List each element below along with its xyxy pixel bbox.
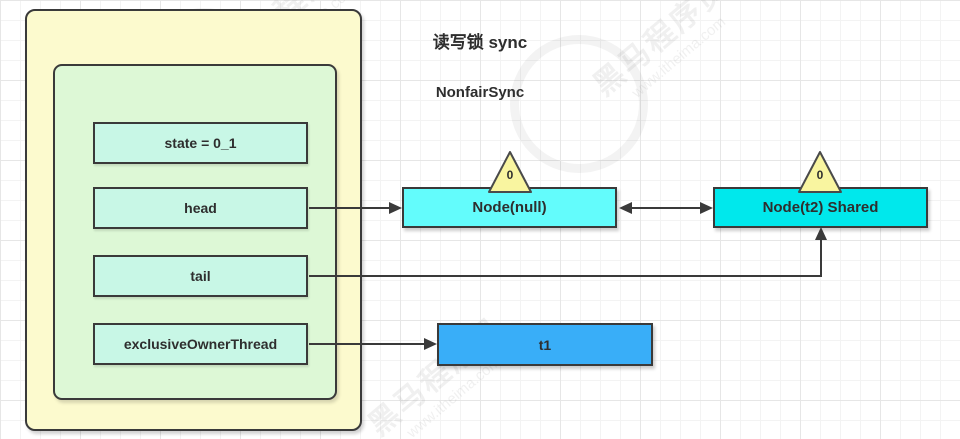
waitstatus-value: 0 bbox=[816, 168, 824, 182]
arrow-owner-to-t1 bbox=[309, 343, 426, 345]
warning-triangle-icon bbox=[488, 151, 532, 193]
arrow-tail-horizontal bbox=[309, 275, 822, 277]
waitstatus-triangle-node-t2: 0 bbox=[797, 150, 843, 194]
arrowhead-right-icon bbox=[424, 338, 437, 350]
nonfairsync-title: NonfairSync bbox=[435, 84, 525, 101]
arrowhead-left-icon bbox=[619, 202, 632, 214]
waitstatus-value: 0 bbox=[506, 168, 514, 182]
arrow-head-to-node bbox=[309, 207, 391, 209]
owner-thread-t1: t1 bbox=[437, 323, 653, 366]
arrowhead-right-icon bbox=[700, 202, 713, 214]
arrow-node-link bbox=[630, 207, 702, 209]
arrowhead-right-icon bbox=[389, 202, 402, 214]
warning-triangle-icon bbox=[798, 151, 842, 193]
field-state: state = 0_1 bbox=[93, 122, 308, 164]
queue-node-null: Node(null) bbox=[402, 187, 617, 228]
field-head: head bbox=[93, 187, 308, 229]
field-exclusive-owner-thread: exclusiveOwnerThread bbox=[93, 323, 308, 365]
rwlock-sync-title: 读写锁 sync bbox=[432, 33, 528, 52]
waitstatus-triangle-node-null: 0 bbox=[487, 150, 533, 194]
arrow-tail-vertical bbox=[820, 239, 822, 277]
field-tail: tail bbox=[93, 255, 308, 297]
arrowhead-up-icon bbox=[815, 227, 827, 240]
